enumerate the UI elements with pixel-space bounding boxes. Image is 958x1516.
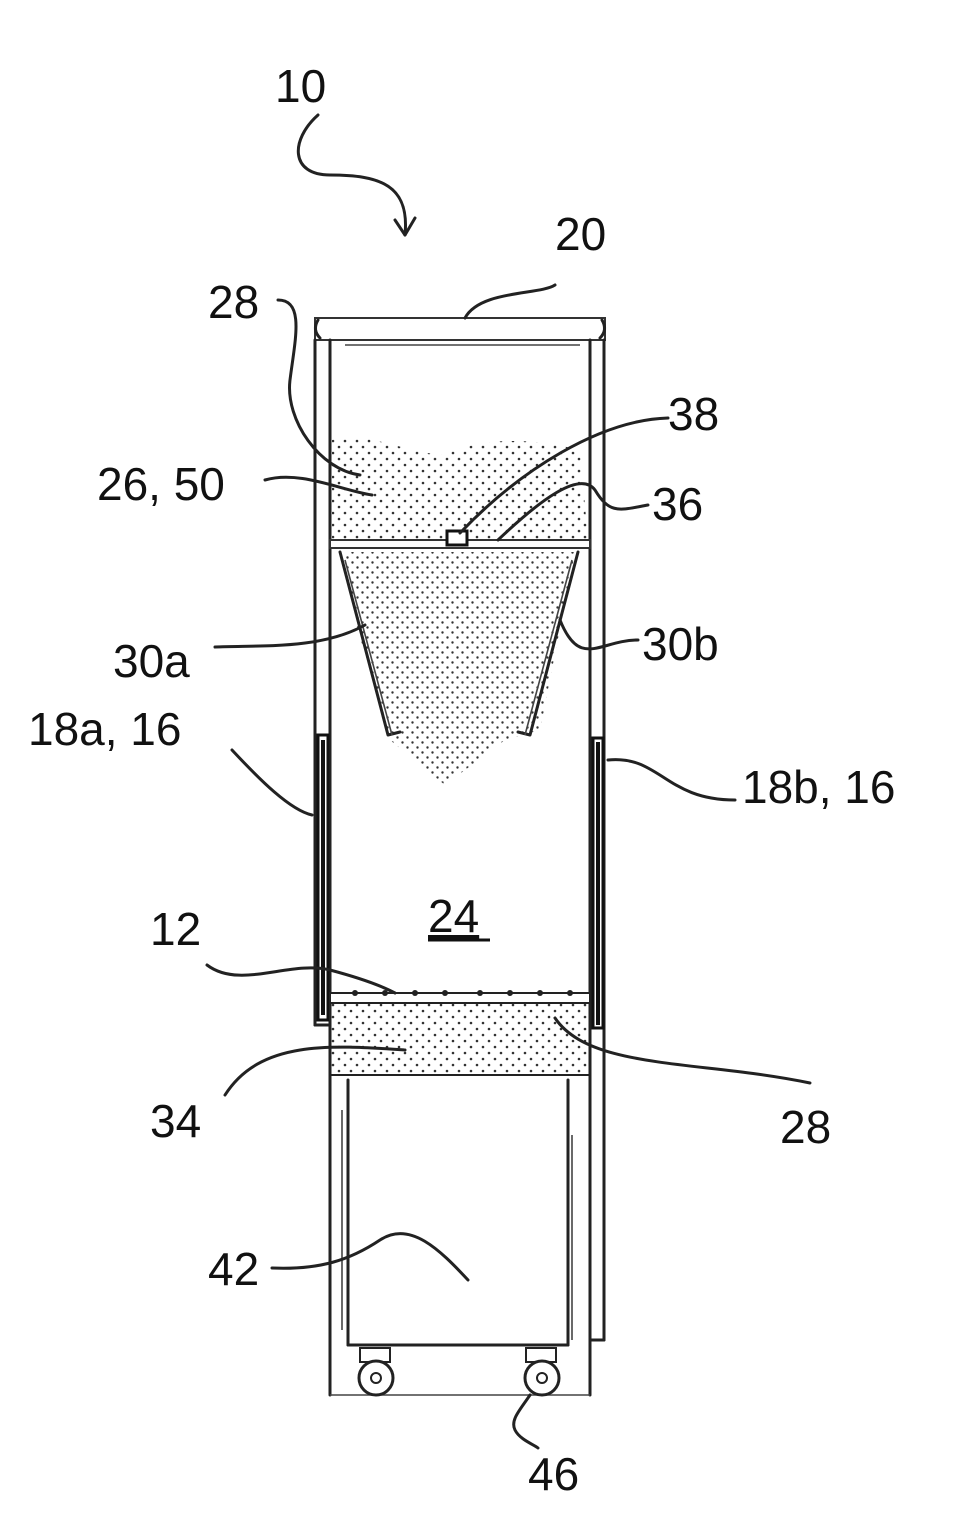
label-28-bottom: 28 [780, 1101, 831, 1153]
caster-left [359, 1348, 393, 1395]
label-10: 10 [275, 60, 326, 112]
top-rim-20 [315, 318, 605, 340]
label-38: 38 [668, 388, 719, 440]
leader-42 [272, 1234, 468, 1280]
plate-12 [330, 993, 590, 1003]
sensor-38 [447, 531, 467, 545]
label-24: 24 [428, 890, 479, 942]
label-42: 42 [208, 1243, 259, 1295]
leader-30b [560, 620, 638, 649]
particulate-material-26 [332, 437, 588, 540]
leader-46 [514, 1395, 538, 1448]
label-46: 46 [528, 1448, 579, 1500]
leader-30a [215, 625, 365, 647]
label-12: 12 [150, 903, 201, 955]
label-30a: 30a [113, 635, 190, 687]
label-18b-16: 18b, 16 [742, 761, 895, 813]
leader-18a-16 [232, 750, 312, 815]
label-20: 20 [555, 208, 606, 260]
label-18a-16: 18a, 16 [28, 703, 181, 755]
caster-right [525, 1348, 559, 1395]
leader-20 [465, 285, 555, 318]
leader-12 [207, 965, 395, 993]
label-36: 36 [652, 478, 703, 530]
falling-material [345, 552, 575, 785]
label-26-50: 26, 50 [97, 458, 225, 510]
label-28-top: 28 [208, 276, 259, 328]
leader-18b-16 [608, 760, 735, 800]
label-30b: 30b [642, 618, 719, 670]
arrow-10 [298, 115, 415, 235]
bed-34 [330, 1003, 590, 1075]
label-34: 34 [150, 1095, 201, 1147]
